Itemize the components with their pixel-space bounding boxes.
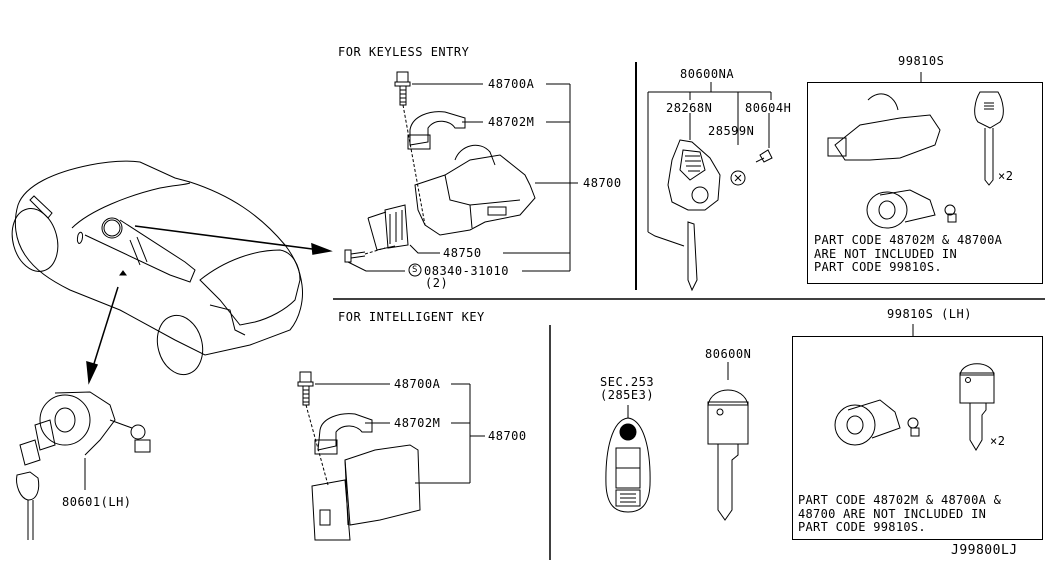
intelligent-key-art [707,362,749,521]
intelligent-kit-quantity: ×2 [990,434,1006,448]
car-illustration [11,160,303,376]
callout-08340-31010[interactable]: 08340-31010 [424,264,509,278]
diagram-id: J99800LJ [951,543,1018,558]
callout-48700-intelligent[interactable]: 48700 [488,429,527,443]
keyless-entry-title: FOR KEYLESS ENTRY [338,45,470,59]
intelligent-callout-leaders [315,383,485,484]
callout-80600N[interactable]: 80600N [705,347,752,361]
intelligent-ignition-assembly [297,371,421,541]
callout-28599N[interactable]: 28599N [708,124,755,138]
callout-285E3: (285E3) [600,388,655,402]
callout-48700-keyless[interactable]: 48700 [583,176,622,190]
callout-48700A-intelligent[interactable]: 48700A [394,377,441,391]
callout-28268N[interactable]: 28268N [666,101,713,115]
callout-80600NA[interactable]: 80600NA [680,67,735,81]
intelligent-kit-note: PART CODE 48702M & 48700A & 48700 ARE NO… [798,493,1002,534]
callout-48750[interactable]: 48750 [443,246,482,260]
callout-99810S-LH[interactable]: 99810S (LH) [887,307,972,321]
callout-48700A-keyless[interactable]: 48700A [488,77,535,91]
intelligent-fob-art [605,405,651,513]
callout-48702M-intelligent[interactable]: 48702M [394,416,441,430]
callout-99810S[interactable]: 99810S [898,54,945,68]
callout-80601-LH[interactable]: 80601(LH) [62,495,132,509]
keyless-kit-quantity: ×2 [998,169,1014,183]
intelligent-kit-art [834,363,995,451]
callout-80604H[interactable]: 80604H [745,101,792,115]
screw-quantity: (2) [425,276,449,290]
callout-48702M-keyless[interactable]: 48702M [488,115,535,129]
keyless-kit-art [827,91,1004,229]
keyless-callout-leaders [347,83,578,277]
keyless-key-tree [647,82,773,292]
intelligent-kit-box: ×2 PART CODE 48702M & 48700A & 48700 ARE… [792,336,1043,540]
door-lock-art [16,391,151,540]
callout-sec-253[interactable]: SEC.253 [600,375,655,389]
standard-part-symbol: S [412,265,418,275]
callout-arrows [86,225,333,385]
keyless-kit-box: ×2 PART CODE 48702M & 48700A ARE NOT INC… [807,82,1043,284]
keyless-kit-note: PART CODE 48702M & 48700A ARE NOT INCLUD… [814,233,1003,274]
intelligent-key-title: FOR INTELLIGENT KEY [338,310,485,324]
keyless-ignition-assembly [344,71,536,263]
